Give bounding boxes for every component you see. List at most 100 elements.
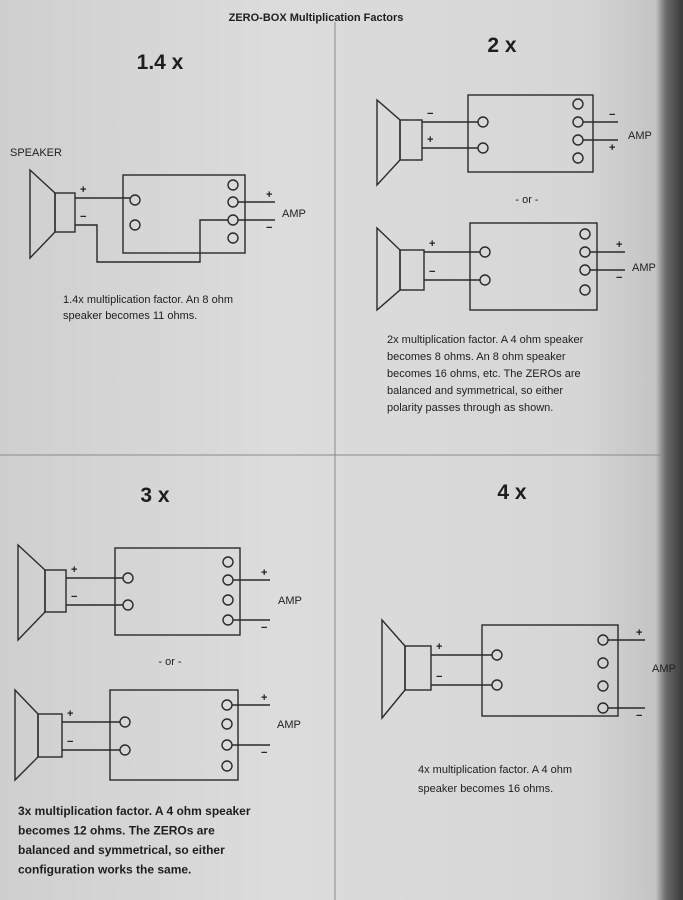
speaker-wire [75, 219, 228, 263]
speaker-magnet-icon [399, 119, 423, 161]
output-terminal [597, 702, 609, 714]
speaker-magnet-icon [37, 713, 63, 758]
amp-label: AMP [282, 208, 306, 220]
input-terminal [129, 219, 141, 231]
speaker-terminal-polarity: + [67, 708, 73, 720]
amp-label: AMP [277, 719, 301, 731]
wiring-diagram-d3a: +−+−AMP [17, 543, 302, 642]
speaker-label: SPEAKER [10, 147, 62, 159]
output-terminal [597, 634, 609, 646]
speaker-terminal-polarity: − [436, 671, 442, 683]
speaker-magnet-icon [44, 569, 67, 613]
caption-line: becomes 8 ohms. An 8 ohm speaker [387, 351, 566, 363]
speaker-magnet-icon [399, 249, 425, 291]
amp-terminal-polarity: + [261, 692, 267, 704]
speaker-terminal-polarity: − [67, 736, 73, 748]
factor-heading-4x: 4 x [497, 481, 527, 504]
output-terminal [572, 152, 584, 164]
input-terminal [129, 194, 141, 206]
input-terminal [491, 679, 503, 691]
wiring-diagram-d4: + − + − AMP [381, 618, 676, 722]
amp-terminal-polarity: + [636, 627, 642, 639]
output-terminal [222, 594, 234, 606]
output-terminal [597, 657, 609, 669]
wiring-diagram-d2a: −+−+AMP [376, 94, 652, 187]
caption-line: 2x multiplication factor. A 4 ohm speake… [387, 334, 584, 346]
or-label-2x: - or - [515, 194, 539, 206]
caption-line: balanced and symmetrical, so either [18, 843, 225, 857]
zero-box [114, 547, 241, 636]
speaker-cone-icon [376, 98, 401, 187]
speaker-terminal-polarity: − [429, 266, 435, 278]
caption-line: becomes 12 ohms. The ZEROs are [18, 824, 215, 838]
output-terminal [221, 718, 233, 730]
output-terminal [227, 232, 239, 244]
zero-box [469, 222, 598, 311]
amp-label: AMP [278, 595, 302, 607]
input-terminal [477, 116, 489, 128]
output-terminal [222, 574, 234, 586]
amp-label: AMP [652, 663, 676, 675]
speaker-terminal-polarity: + [71, 564, 77, 576]
output-terminal [222, 614, 234, 626]
output-terminal [579, 228, 591, 240]
output-terminal [221, 739, 233, 751]
caption-line: polarity passes through as shown. [387, 402, 553, 414]
input-terminal [479, 246, 491, 258]
amp-terminal-polarity: − [261, 747, 267, 759]
output-terminal [227, 179, 239, 191]
speaker-terminal-polarity: + [427, 134, 433, 146]
amp-terminal-polarity: − [636, 710, 642, 722]
input-terminal [477, 142, 489, 154]
speaker-cone-icon [29, 168, 56, 260]
caption-line: balanced and symmetrical, so either [387, 385, 563, 397]
output-terminal [579, 246, 591, 258]
caption-line: 3x multiplication factor. A 4 ohm speake… [18, 804, 251, 818]
speaker-terminal-polarity: + [436, 641, 442, 653]
amp-terminal-polarity: − [609, 109, 615, 121]
input-terminal [479, 274, 491, 286]
wiring-diagram-d14: +−+−AMP [29, 168, 306, 263]
output-terminal [221, 699, 233, 711]
speaker-cone-icon [376, 226, 401, 312]
caption-line: speaker becomes 16 ohms. [418, 783, 553, 795]
zero-box [109, 689, 239, 781]
output-terminal [579, 284, 591, 296]
output-terminal [227, 214, 239, 226]
output-terminal [572, 98, 584, 110]
speaker-cone-icon [17, 543, 46, 642]
output-terminal [227, 196, 239, 208]
wiring-diagram-d2b: +−+−AMP [376, 222, 656, 312]
input-terminal [122, 572, 134, 584]
amp-label: AMP [628, 130, 652, 142]
page-title: ZERO-BOX Multiplication Factors [229, 12, 404, 24]
caption-line: 4x multiplication factor. A 4 ohm [418, 764, 572, 776]
amp-terminal-polarity: + [609, 142, 615, 154]
factor-heading-2x: 2 x [487, 34, 517, 57]
factor-heading-3x: 3 x [140, 484, 170, 507]
amp-terminal-polarity: + [616, 239, 622, 251]
input-terminal [119, 744, 131, 756]
caption-line: becomes 16 ohms, etc. The ZEROs are [387, 368, 581, 380]
amp-terminal-polarity: − [261, 622, 267, 634]
output-terminal [579, 264, 591, 276]
amp-label: AMP [632, 262, 656, 274]
output-terminal [572, 116, 584, 128]
speaker-cone-icon [14, 688, 39, 782]
output-terminal [222, 556, 234, 568]
speaker-terminal-polarity: + [80, 184, 86, 196]
speaker-cone-icon [381, 618, 406, 720]
wiring-diagram-d3b: + − + − AMP [14, 688, 301, 782]
output-terminal [221, 760, 233, 772]
input-terminal [119, 716, 131, 728]
caption-line: speaker becomes 11 ohms. [63, 310, 197, 322]
zero-box [122, 174, 246, 254]
amp-terminal-polarity: − [266, 222, 272, 234]
caption-line: configuration works the same. [18, 863, 191, 877]
amp-terminal-polarity: + [266, 189, 272, 201]
or-label-3x: - or - [158, 656, 182, 668]
speaker-magnet-icon [404, 645, 432, 691]
amp-terminal-polarity: + [261, 567, 267, 579]
